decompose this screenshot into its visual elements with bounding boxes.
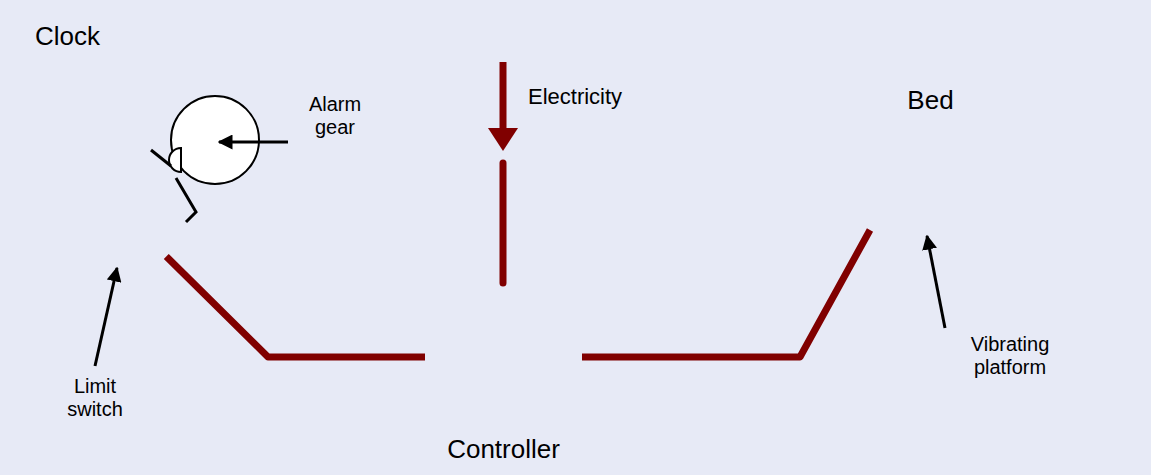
- platform-body: [773, 203, 1088, 230]
- platform-label-holder: Vibrating platform: [948, 333, 1072, 379]
- wire: [582, 230, 870, 357]
- switch-label: Limit switch: [53, 375, 137, 421]
- power-arrow: [500, 62, 507, 132]
- clock-label-holder: Clock: [35, 22, 135, 52]
- clock-face: ClockLimit switch: [58, 85, 268, 295]
- bed-label-holder: Bed: [773, 86, 1088, 116]
- power-arrow-head: [488, 128, 518, 151]
- controller-box-shape: [425, 282, 582, 432]
- part-label-holder: Alarm gear: [292, 93, 378, 139]
- controller-label-holder: Controller: [395, 435, 612, 465]
- alarm-gear: [171, 96, 259, 184]
- mattress: [773, 150, 1088, 203]
- controller-label: Controller: [395, 435, 612, 465]
- controller-body: [426, 283, 581, 431]
- switch-label-holder: Limit switch: [53, 375, 137, 421]
- gear-cam: [169, 148, 181, 172]
- wire: [166, 256, 425, 357]
- power-wire: [500, 163, 507, 283]
- switch-body: [97, 190, 187, 280]
- power-label: Electricity: [528, 84, 678, 109]
- switch-lever: [176, 178, 196, 222]
- vibrating-platform: Vibrating platform: [773, 203, 1088, 230]
- switch-lever: [151, 150, 171, 166]
- leader-line: [219, 141, 288, 144]
- bed-label: Bed: [773, 86, 1088, 116]
- clock-label: Clock: [35, 22, 135, 52]
- clock-body: [59, 86, 267, 294]
- limit-switch: Limit switch: [95, 185, 190, 285]
- bed-base: [773, 230, 1088, 245]
- vibrating-platform-shape: [773, 203, 1088, 230]
- clock-face-shape: [58, 85, 268, 295]
- power-label-holder: Electricity: [528, 84, 678, 109]
- platform-label: Vibrating platform: [948, 333, 1072, 379]
- controller-box: Controller: [425, 282, 582, 432]
- leader-line: [95, 268, 117, 366]
- limit-switch-shape: [95, 185, 190, 285]
- bed: BedVibrating platform: [740, 72, 1121, 298]
- leader-line: [927, 236, 945, 328]
- bed-post: [1088, 72, 1121, 298]
- bed-post: [740, 72, 773, 298]
- part-label: Alarm gear: [292, 93, 378, 139]
